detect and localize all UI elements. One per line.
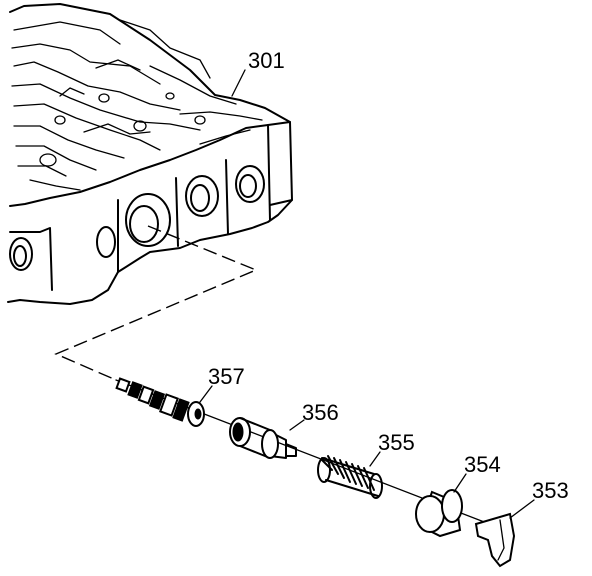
leader-line-353 [509,499,535,519]
part-354-plug [415,489,463,538]
leader-line-355 [369,451,381,467]
callout-356: 356 [302,400,339,425]
part-356-valve [229,417,297,459]
callout-355: 355 [378,430,415,455]
leader-line-356 [289,419,305,431]
valve-body [7,3,293,305]
part-353-retainer [474,512,516,568]
leader-line-301 [231,69,246,97]
callout-353: 353 [532,478,569,503]
leader-line-357 [199,385,213,403]
callout-354: 354 [464,452,501,477]
part-357-valve [115,377,205,427]
assembly-axis-line [54,225,506,531]
callout-357: 357 [208,364,245,389]
callout-301: 301 [248,48,285,73]
part-355-spring [317,455,383,499]
leader-line-354 [453,473,467,493]
